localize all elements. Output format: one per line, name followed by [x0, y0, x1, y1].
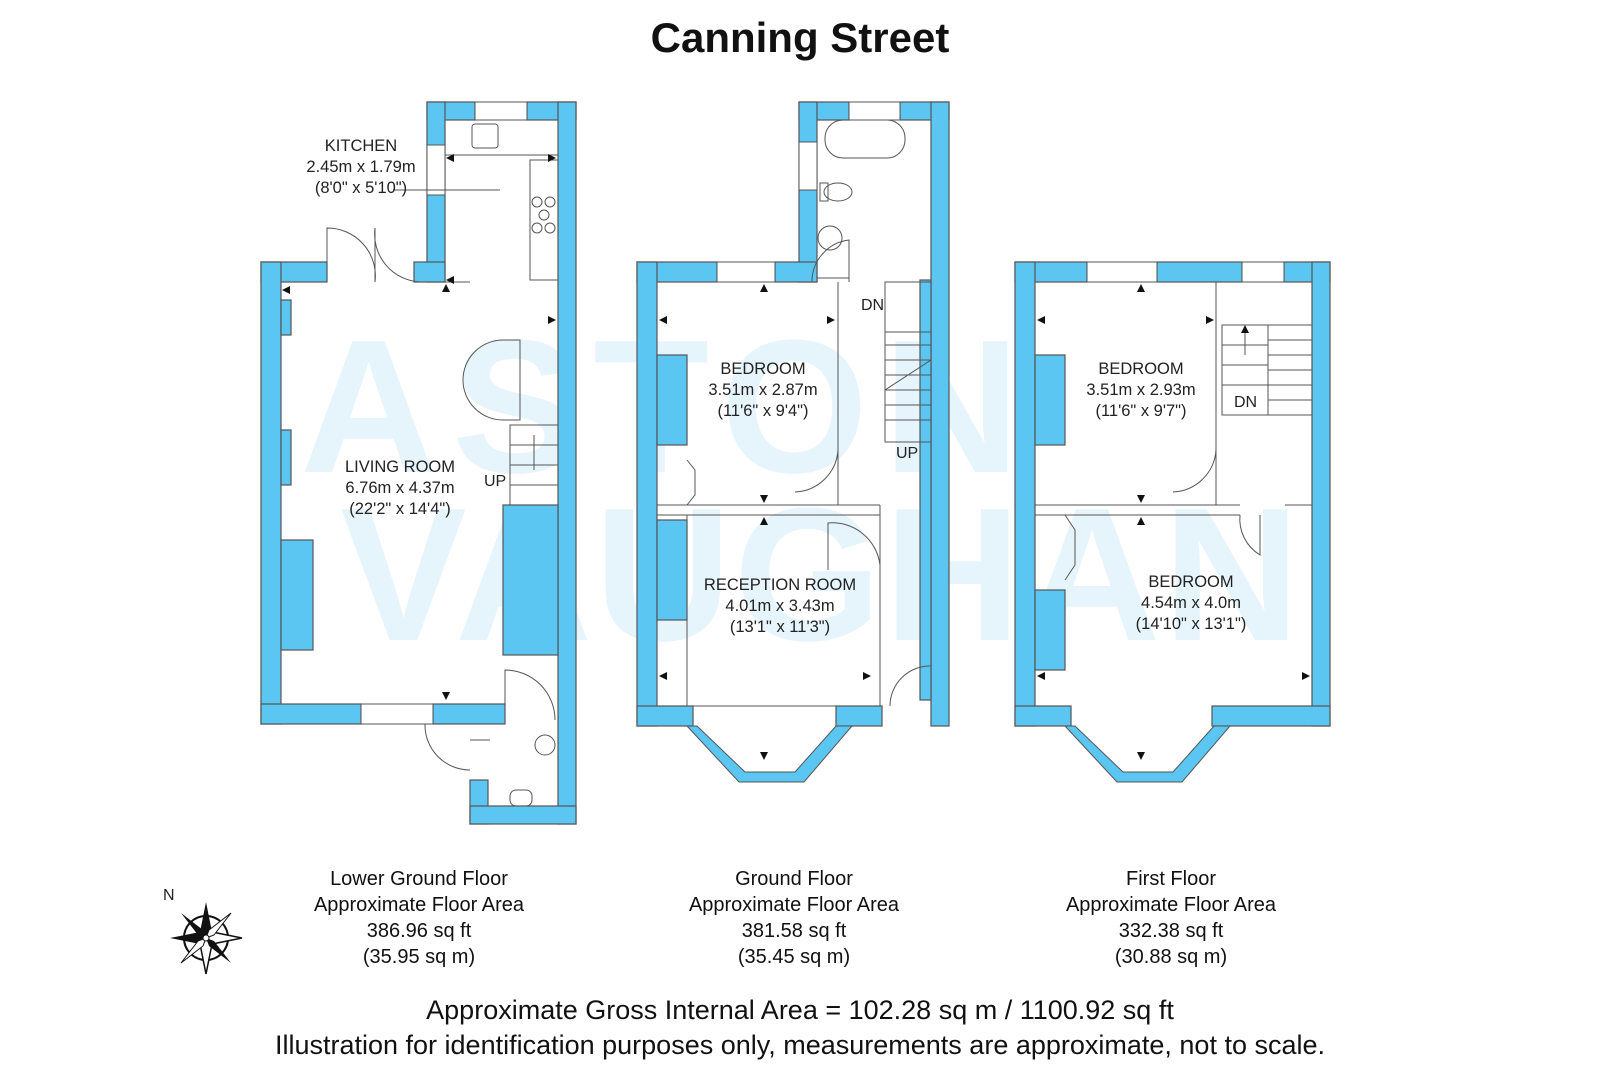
lower-ground-floor-plan: KITCHEN 2.45m x 1.79m (8'0" x 5'10") LIV… — [260, 101, 577, 825]
floor-name: First Floor — [1126, 868, 1216, 890]
room-label-first-bedroom-2: BEDROOM 4.54m x 4.0m (14'10" x 13'1") — [1136, 573, 1247, 633]
room-label-living-room: LIVING ROOM 6.76m x 4.37m (22'2" x 14'4"… — [345, 458, 455, 518]
floor-area-label: Approximate Floor Area — [1065, 894, 1277, 916]
svg-text:(11'6" x 9'7"): (11'6" x 9'7") — [1095, 402, 1186, 420]
room-label-ground-bedroom: BEDROOM 3.51m x 2.87m (11'6" x 9'4") — [708, 360, 817, 420]
svg-text:KITCHEN: KITCHEN — [325, 137, 397, 155]
ground-floor-walls — [636, 101, 950, 727]
svg-text:3.51m x 2.87m: 3.51m x 2.87m — [708, 381, 817, 399]
first-floor-bay-window — [1063, 725, 1232, 783]
floor-caption-lower-ground: Lower Ground Floor Approximate Floor Are… — [239, 866, 599, 970]
svg-text:6.76m x 4.37m: 6.76m x 4.37m — [345, 479, 454, 497]
svg-text:(22'2" x 14'4"): (22'2" x 14'4") — [349, 500, 450, 518]
ground-floor-dimension-arrows — [659, 284, 871, 760]
first-floor-plan: BEDROOM 3.51m x 2.93m (11'6" x 9'7") BED… — [1014, 261, 1331, 783]
first-floor-interior — [1035, 282, 1313, 581]
ground-floor-bay-window — [685, 725, 854, 783]
floor-name: Ground Floor — [735, 868, 853, 890]
svg-text:(14'10" x 13'1"): (14'10" x 13'1") — [1136, 615, 1247, 633]
svg-text:2.45m x 1.79m: 2.45m x 1.79m — [306, 158, 415, 176]
svg-text:LIVING ROOM: LIVING ROOM — [345, 458, 455, 476]
floor-area-sqm: (35.45 sq m) — [737, 946, 851, 968]
floor-area-label: Approximate Floor Area — [313, 894, 525, 916]
watermark-line2: VAUGHAN — [340, 469, 1300, 681]
floor-name: Lower Ground Floor — [330, 868, 508, 890]
floor-area-sqm: (30.88 sq m) — [1114, 946, 1228, 968]
stair-label-down-ground: DN — [861, 297, 884, 314]
stair-label-down-first: DN — [1234, 394, 1257, 411]
svg-text:BEDROOM: BEDROOM — [1148, 573, 1233, 591]
lower-ground-windows — [360, 101, 528, 725]
first-floor-windows — [1086, 261, 1285, 283]
lower-ground-interior — [326, 189, 559, 807]
lower-ground-walls — [260, 101, 577, 825]
svg-text:RECEPTION ROOM: RECEPTION ROOM — [704, 576, 856, 594]
first-floor-dimension-arrows — [1037, 284, 1310, 760]
svg-text:4.01m x 3.43m: 4.01m x 3.43m — [725, 597, 834, 615]
kitchen-units — [444, 119, 559, 281]
page-title: Canning Street — [650, 14, 950, 61]
svg-text:(11'6" x 9'4"): (11'6" x 9'4") — [717, 402, 808, 420]
lower-ground-dimension-arrows — [282, 154, 556, 700]
gross-internal-area: Approximate Gross Internal Area = 102.28… — [426, 995, 1174, 1025]
floor-area-sqft: 332.38 sq ft — [1118, 920, 1224, 942]
room-label-reception-room: RECEPTION ROOM 4.01m x 3.43m (13'1" x 11… — [704, 576, 856, 636]
ground-floor-interior — [657, 119, 932, 707]
floor-area-sqft: 386.96 sq ft — [366, 920, 472, 942]
floor-area-sqm: (35.95 sq m) — [362, 946, 476, 968]
svg-text:BEDROOM: BEDROOM — [1098, 360, 1183, 378]
disclaimer-text: Illustration for identification purposes… — [274, 1030, 1326, 1060]
compass-north-label: N — [163, 887, 175, 904]
svg-text:(13'1" x 11'3"): (13'1" x 11'3") — [730, 618, 830, 636]
stair-label-up-ground: UP — [896, 445, 918, 462]
floor-caption-first: First Floor Approximate Floor Area 332.3… — [991, 866, 1351, 970]
room-label-first-bedroom-1: BEDROOM 3.51m x 2.93m (11'6" x 9'7") — [1086, 360, 1195, 420]
svg-text:3.51m x 2.93m: 3.51m x 2.93m — [1086, 381, 1195, 399]
first-floor-walls — [1014, 261, 1331, 727]
floor-caption-ground: Ground Floor Approximate Floor Area 381.… — [614, 866, 974, 970]
floor-area-sqft: 381.58 sq ft — [741, 920, 847, 942]
compass-icon — [170, 902, 243, 975]
svg-text:BEDROOM: BEDROOM — [720, 360, 805, 378]
room-label-kitchen: KITCHEN 2.45m x 1.79m (8'0" x 5'10") — [306, 137, 415, 197]
svg-text:4.54m x 4.0m: 4.54m x 4.0m — [1141, 594, 1241, 612]
floor-area-label: Approximate Floor Area — [688, 894, 900, 916]
svg-text:(8'0" x 5'10"): (8'0" x 5'10") — [315, 179, 407, 197]
stair-label-up-lower: UP — [484, 473, 506, 490]
ground-floor-plan: BEDROOM 3.51m x 2.87m (11'6" x 9'4") REC… — [636, 101, 950, 783]
